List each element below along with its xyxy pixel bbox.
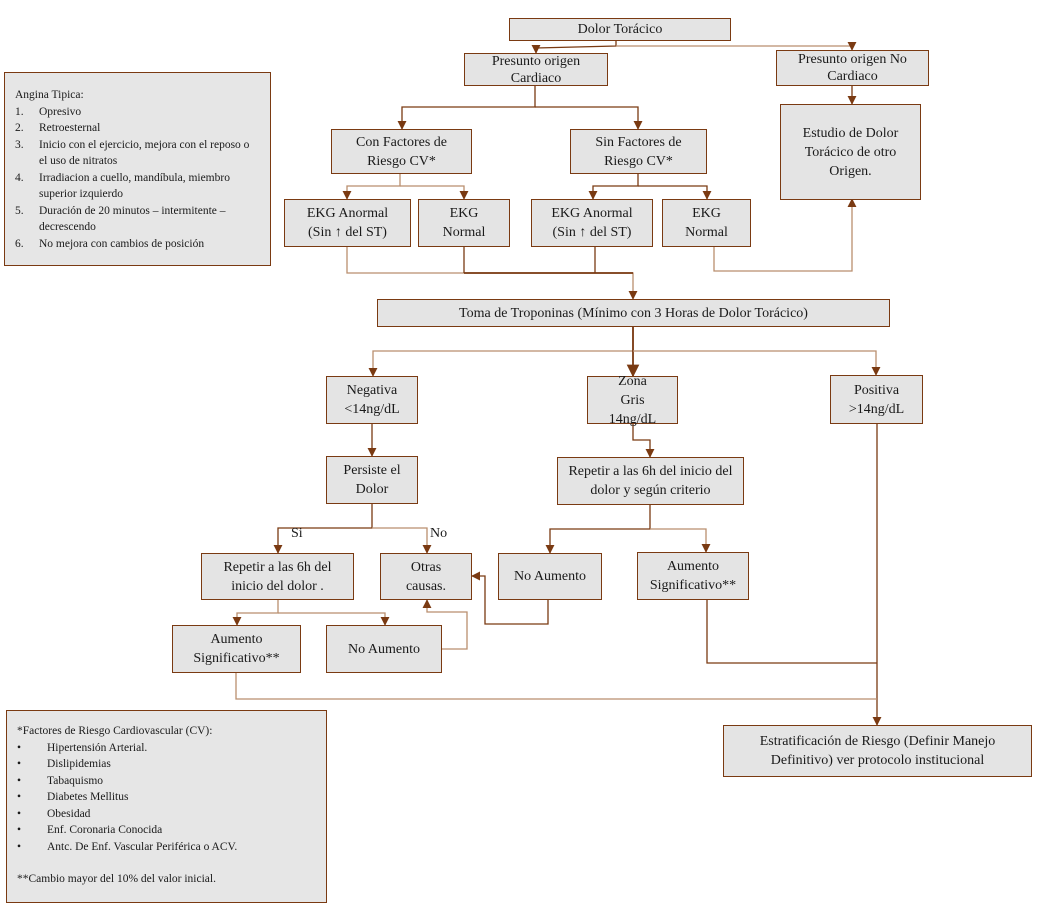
edge-label-no: No [430, 526, 448, 541]
node-aumento-gris: Aumento Significativo** [637, 552, 749, 600]
factor-item: •Antc. De Enf. Vascular Periférica o ACV… [17, 840, 238, 853]
node-presunto-cardiaco: Presunto origen Cardiaco [464, 53, 608, 86]
node-otras-causas: Otras causas. [380, 553, 472, 600]
angina-item: 3.Inicio con el ejercicio, mejora con el… [15, 138, 250, 168]
angina-title: Angina Tipica: [15, 89, 84, 101]
node-ekg-anormal-sin: EKG Anormal (Sin ↑ del ST) [531, 199, 653, 247]
edge-label-si: Si [291, 526, 303, 541]
edge-aumentoneg-estrat [235, 673, 877, 700]
factores-footnote: **Cambio mayor del 10% del valor inicial… [17, 873, 216, 885]
edge-dolor-nocardiaco [616, 41, 857, 51]
edge-zonagris-repetir [632, 424, 655, 458]
factor-item: •Dislipidemias [17, 758, 111, 770]
edge-cardiaco-sin [535, 106, 643, 130]
factor-item: •Tabaquismo [17, 774, 104, 787]
edge-repetirgris-aumento [650, 528, 711, 553]
node-ekg-anormal-con: EKG Anormal (Sin ↑ del ST) [284, 199, 411, 247]
node-dolor-toracico: Dolor Torácico [509, 18, 731, 41]
edge-dolor-cardiaco [531, 40, 617, 54]
edge-persiste-si [273, 504, 373, 554]
node-presunto-no-cardiaco: Presunto origen No Cardiaco [776, 50, 929, 86]
angina-item: 1.Opresivo [15, 105, 82, 118]
node-ekg-normal-sin: EKG Normal [662, 199, 751, 247]
edge-ekg-normal-estudio [713, 198, 857, 272]
edge-persiste-no [372, 527, 432, 554]
edge-con-ekg-anormal [342, 173, 401, 200]
angina-item: 6.No mejora con cambios de posición [15, 237, 205, 250]
edge-aumentogris-estrat [706, 600, 877, 664]
factores-riesgo-note: *Factores de Riesgo Cardiovascular (CV):… [6, 710, 327, 903]
node-ekg-normal-con: EKG Normal [418, 199, 510, 247]
angina-tipica-note: Angina Tipica: 1.Opresivo 2.Retroesterna… [4, 72, 271, 266]
edge-noaumento-otras [422, 599, 468, 650]
factores-title: *Factores de Riesgo Cardiovascular (CV): [17, 725, 213, 737]
node-zona-gris: Zona Gris 14ng/dL [587, 374, 678, 427]
angina-item: 4.Irradiacion a cuello, mandíbula, miemb… [15, 171, 230, 201]
node-repetir-negativa: Repetir a las 6h del inicio del dolor . [201, 553, 354, 600]
factor-item: •Obesidad [17, 807, 91, 820]
edge-noaumentogris-otras [471, 571, 549, 625]
edge-con-ekg-normal [400, 185, 469, 200]
edge-repetir-noaumento [278, 612, 390, 626]
edge-repetirgris-noaumento [545, 505, 651, 554]
factor-item: •Diabetes Mellitus [17, 791, 129, 803]
angina-list: 1.Opresivo 2.Retroesternal 3.Inicio con … [15, 104, 260, 253]
node-estudio-otro-origen: Estudio de Dolor Torácico de otro Origen… [780, 104, 921, 200]
node-positiva: Positiva >14ng/dL [830, 375, 923, 424]
angina-item: 2.Retroesternal [15, 122, 101, 134]
angina-item: 5.Duración de 20 minutos – intermitente … [15, 204, 226, 234]
factores-list: •Hipertensión Arterial. •Dislipidemias •… [17, 740, 316, 856]
node-sin-factores: Sin Factores de Riesgo CV* [570, 129, 707, 174]
node-estratificacion: Estratificación de Riesgo (Definir Manej… [723, 725, 1032, 777]
factor-item: •Hipertensión Arterial. [17, 741, 148, 754]
edge-sin-ekg-normal [638, 185, 712, 200]
node-no-aumento-gris: No Aumento [498, 553, 602, 600]
node-persiste-dolor: Persiste el Dolor [326, 456, 418, 504]
edge-repetir-aumento [232, 600, 279, 626]
node-negativa: Negativa <14ng/dL [326, 376, 418, 424]
edge-sin-ekg-anormal [588, 173, 639, 200]
edge-cardiaco-split [397, 86, 536, 130]
node-aumento-negativa: Aumento Significativo** [172, 625, 301, 673]
node-toma-troponinas: Toma de Troponinas (Mínimo con 3 Horas d… [377, 299, 890, 327]
node-no-aumento-negativa: No Aumento [326, 625, 442, 673]
factor-item: •Enf. Coronaria Conocida [17, 824, 163, 836]
node-repetir-zona-gris: Repetir a las 6h del inicio del dolor y … [557, 457, 744, 505]
edge-trop-split [368, 327, 634, 377]
node-con-factores: Con Factores de Riesgo CV* [331, 129, 472, 174]
